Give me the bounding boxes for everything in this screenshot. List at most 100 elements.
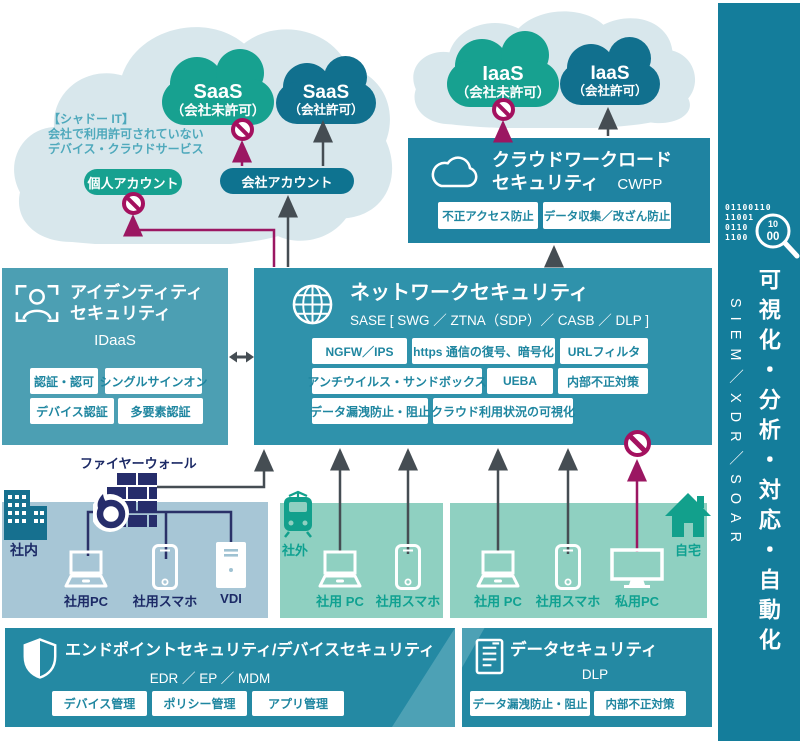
- identity-title-line1: アイデンティティ: [70, 283, 204, 302]
- data-security-box: データセキュリティ DLP データ漏洩防止・阻止 内部不正対策: [462, 628, 712, 727]
- network-title: ネットワークセキュリティ: [350, 282, 589, 304]
- sidebar-title: 可視化・分析・対応・自動化: [755, 268, 781, 658]
- saas-approved-sublabel: （会社許可）: [288, 103, 364, 117]
- network-pill: UEBA: [487, 368, 553, 394]
- cloud-workload-security-box: クラウドワークロード セキュリティ CWPP 不正アクセス防止 データ収集／改ざ…: [408, 138, 710, 243]
- cwpp-title-line1: クラウドワークロード: [492, 150, 672, 170]
- iaas-unapproved-cloud: IaaS（会社未許可）: [447, 27, 559, 107]
- cwpp-pill: 不正アクセス防止: [438, 202, 538, 229]
- cloud-base: [276, 82, 376, 124]
- saas-unapproved-sublabel: （会社未許可）: [170, 102, 266, 118]
- iaas-unapproved-sublabel: （会社未許可）: [455, 84, 551, 100]
- binary-line: 01100110: [725, 203, 772, 212]
- network-security-box: ネットワークセキュリティ SASE [ SWG ／ ZTNA（SDP）／ CAS…: [254, 268, 712, 445]
- sidebar-subtitle: SIEM／XDR／SOAR: [727, 298, 743, 552]
- data-security-pill: データ漏洩防止・阻止: [470, 691, 590, 716]
- identity-title-line2: セキュリティ: [70, 303, 171, 323]
- endpoint-pill: デバイス管理: [52, 691, 147, 716]
- siem-sidebar: 01100110 11001 0110 1100 10 00 可視化・分析・対応…: [718, 3, 800, 741]
- magnifier-digits-top: 10: [768, 219, 778, 229]
- laptop-icon: [470, 549, 526, 591]
- identity-pill: 多要素認証: [118, 398, 203, 424]
- endpoint-security-box: エンドポイントセキュリティ/デバイスセキュリティ EDR ／ EP ／ MDM …: [5, 628, 455, 727]
- office-building-icon: [2, 486, 48, 540]
- identity-acronym: IDaaS: [94, 332, 136, 349]
- network-pill: https 通信の復号、暗号化: [412, 338, 555, 364]
- smartphone-icon: [151, 543, 179, 591]
- face-scan-icon: [14, 282, 60, 325]
- laptop-icon: [58, 549, 114, 591]
- magnifier-digits-bottom: 00: [767, 231, 780, 243]
- data-security-title: データセキュリティ: [510, 641, 658, 659]
- endpoint-pill: ポリシー管理: [152, 691, 247, 716]
- no-entry-icon: [624, 430, 651, 457]
- cwpp-pill: データ収集／改ざん防止: [543, 202, 671, 229]
- shield-icon: [21, 636, 59, 681]
- firewall-label: ファイヤーウォール: [80, 456, 197, 471]
- iaas-unapproved-label: IaaS: [482, 62, 524, 85]
- cwpp-acronym: CWPP: [617, 176, 663, 193]
- endpoint-pill: アプリ管理: [252, 691, 344, 716]
- identity-pill: 認証・認可: [30, 368, 98, 394]
- vdi-tower-icon: [214, 540, 248, 590]
- identity-network-link-head-right: [246, 351, 254, 363]
- office-pc-label: 社用PC: [63, 594, 109, 609]
- smartphone-icon: [394, 543, 422, 591]
- iaas-approved-label: IaaS: [590, 62, 630, 84]
- outside-pc-label: 社用 PC: [316, 594, 364, 609]
- shadow-it-note-line2: 会社で利用許可されていない: [48, 127, 204, 141]
- outside-zone-label: 社外: [282, 543, 309, 558]
- identity-security-box: アイデンティティ セキュリティ IDaaS 認証・認可 シングルサインオン デバ…: [2, 268, 228, 445]
- iaas-approved-sublabel: （会社許可）: [572, 84, 648, 98]
- binary-line: 11001: [725, 213, 755, 222]
- endpoint-title: エンドポイントセキュリティ/デバイスセキュリティ: [65, 642, 436, 659]
- outside-phone-label: 社用スマホ: [375, 594, 441, 609]
- office-zone-label: 社内: [10, 542, 38, 558]
- home-pc-label: 社用 PC: [474, 594, 522, 609]
- no-entry-icon: [122, 192, 145, 215]
- no-entry-icon: [231, 118, 254, 141]
- cloud-base: [162, 79, 274, 125]
- firewall-icon: [93, 471, 161, 533]
- private-pc-label: 私用PC: [614, 594, 660, 609]
- identity-pill: デバイス認証: [30, 398, 114, 424]
- network-pill: NGFW／IPS: [312, 338, 407, 364]
- binary-line: 1100: [725, 233, 749, 242]
- house-icon: [664, 491, 712, 537]
- company-account-pill: 会社アカウント: [220, 168, 354, 194]
- vdi-label: VDI: [220, 591, 242, 606]
- network-pill: URLフィルタ: [560, 338, 648, 364]
- network-pill: データ漏洩防止・阻止: [310, 398, 430, 424]
- endpoint-acronym: EDR ／ EP ／ MDM: [149, 671, 271, 686]
- office-phone-label: 社用スマホ: [132, 594, 198, 609]
- binary-data-icon: 01100110 11001 0110 1100: [725, 203, 772, 243]
- laptop-icon: [312, 549, 368, 591]
- identity-pill: シングルサインオン: [100, 368, 208, 394]
- no-entry-icon: [492, 98, 515, 121]
- smartphone-icon: [554, 543, 582, 591]
- cloud-base: [560, 63, 660, 105]
- network-pill: クラウド利用状況の可視化: [431, 398, 575, 424]
- train-icon: [279, 489, 317, 539]
- saas-approved-cloud: SaaS（会社許可）: [276, 52, 376, 124]
- home-phone-label: 社用スマホ: [535, 594, 601, 609]
- cloud-icon: [428, 154, 482, 191]
- identity-network-link-head-left: [229, 351, 237, 363]
- iaas-approved-cloud: IaaS（会社許可）: [560, 33, 660, 105]
- saas-unapproved-label: SaaS: [193, 80, 243, 103]
- data-security-pill: 内部不正対策: [594, 691, 686, 716]
- magnifier-icon: 10 00: [755, 213, 800, 259]
- cwpp-title-line2: セキュリティ: [492, 173, 599, 193]
- saas-unapproved-cloud: SaaS（会社未許可）: [162, 45, 274, 125]
- shadow-it-note-line1: 【シャドー IT】: [48, 112, 134, 126]
- network-pill: アンチウイルス・サンドボックス: [307, 368, 487, 394]
- shadow-it-note-line3: デバイス・クラウドサービス: [48, 142, 204, 156]
- desktop-monitor-icon: [610, 548, 664, 588]
- saas-approved-label: SaaS: [302, 81, 350, 103]
- data-security-acronym: DLP: [581, 667, 609, 682]
- binary-line: 0110: [725, 223, 749, 232]
- globe-icon: [291, 283, 334, 326]
- personal-account-pill: 個人アカウント: [84, 169, 182, 195]
- shadow-it-note: 【シャドー IT】 会社で利用許可されていない デバイス・クラウドサービス: [48, 112, 204, 157]
